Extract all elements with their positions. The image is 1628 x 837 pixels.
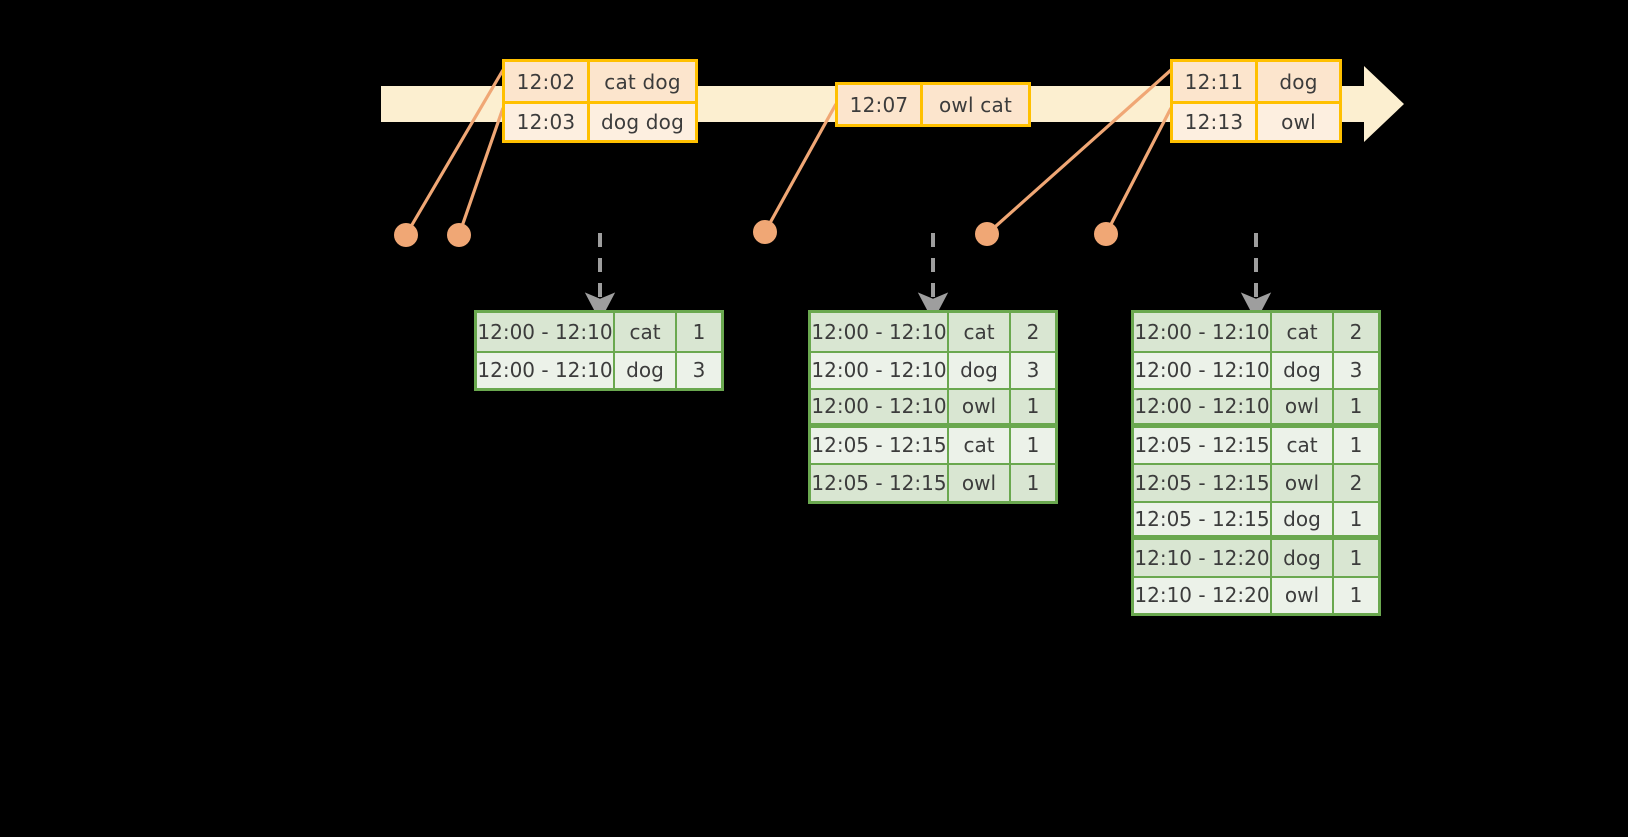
connector-line-5: [1104, 107, 1173, 235]
cell-window: 12:00 - 12:10: [1134, 352, 1272, 388]
cell-word: cat: [949, 427, 1011, 463]
cell-window: 12:00 - 12:10: [811, 313, 949, 351]
cell-word: owl: [949, 465, 1011, 501]
cell-word: owl: [1272, 465, 1334, 501]
event-time: 12:11: [1173, 62, 1258, 101]
table-row[interactable]: 12:00 - 12:10 owl 1: [811, 388, 1055, 426]
cell-word: owl: [1272, 577, 1334, 613]
event-row[interactable]: 12:02 cat dog: [505, 62, 695, 101]
cell-count: 1: [1349, 545, 1363, 570]
cell-word: dog: [949, 352, 1011, 388]
table-row[interactable]: 12:00 - 12:10 dog 3: [477, 350, 721, 388]
event-words: cat dog: [604, 69, 681, 94]
table-row[interactable]: 12:10 - 12:20 dog 1: [1134, 538, 1378, 576]
event-words: owl: [1281, 110, 1316, 134]
connector-line-3: [763, 103, 838, 233]
cell-count: 1: [1349, 433, 1363, 458]
cell-count: 2: [1026, 319, 1040, 344]
event-row[interactable]: 12:13 owl: [1173, 101, 1339, 140]
cell-count: 3: [1026, 358, 1040, 383]
connector-dot-3: [753, 220, 777, 244]
table-row[interactable]: 12:10 - 12:20 owl 1: [1134, 575, 1378, 613]
cell-word: dog: [1272, 502, 1334, 535]
connector-dots: [394, 220, 1118, 247]
cell-count: 1: [1026, 470, 1040, 495]
cell-count: 1: [1026, 394, 1040, 419]
cell-word: cat: [615, 313, 677, 351]
flow-arrows: [584, 233, 1272, 322]
connector-dot-2: [447, 223, 471, 247]
cell-word: dog: [1272, 352, 1334, 388]
table-row[interactable]: 12:00 - 12:10 dog 3: [1134, 350, 1378, 388]
event-group-2[interactable]: 12:07 owl cat: [835, 82, 1031, 127]
table-row[interactable]: 12:05 - 12:15 cat 1: [1134, 425, 1378, 463]
cell-window: 12:05 - 12:15: [1134, 427, 1272, 463]
cell-window: 12:00 - 12:10: [477, 313, 615, 351]
event-row[interactable]: 12:07 owl cat: [838, 85, 1028, 124]
table-row[interactable]: 12:00 - 12:10 dog 3: [811, 350, 1055, 388]
table-row[interactable]: 12:05 - 12:15 owl 1: [811, 463, 1055, 501]
cell-count: 1: [1349, 583, 1363, 608]
cell-window: 12:00 - 12:10: [477, 352, 615, 388]
connector-line-2: [457, 107, 505, 236]
cell-word: owl: [1272, 390, 1334, 423]
cell-word: cat: [1272, 313, 1334, 351]
cell-word: cat: [949, 313, 1011, 351]
event-time: 12:07: [838, 85, 923, 124]
cell-count: 2: [1349, 319, 1363, 344]
event-words: dog: [1279, 69, 1318, 94]
cell-window: 12:05 - 12:15: [1134, 465, 1272, 501]
cell-word: dog: [615, 352, 677, 388]
event-row[interactable]: 12:03 dog dog: [505, 101, 695, 140]
cell-window: 12:05 - 12:15: [811, 465, 949, 501]
cell-window: 12:05 - 12:15: [1134, 502, 1272, 535]
cell-window: 12:10 - 12:20: [1134, 577, 1272, 613]
cell-window: 12:00 - 12:10: [1134, 313, 1272, 351]
event-time: 12:03: [505, 104, 590, 140]
event-row[interactable]: 12:11 dog: [1173, 62, 1339, 101]
connector-dot-1: [394, 223, 418, 247]
event-group-1[interactable]: 12:02 cat dog 12:03 dog dog: [502, 59, 698, 143]
cell-word: dog: [1272, 540, 1334, 576]
cell-count: 1: [1026, 433, 1040, 458]
cell-count: 1: [692, 319, 706, 344]
cell-count: 1: [1349, 394, 1363, 419]
cell-window: 12:00 - 12:10: [1134, 390, 1272, 423]
cell-count: 1: [1349, 506, 1363, 531]
cell-window: 12:05 - 12:15: [811, 427, 949, 463]
table-row[interactable]: 12:00 - 12:10 cat 2: [1134, 313, 1378, 351]
cell-window: 12:10 - 12:20: [1134, 540, 1272, 576]
cell-word: cat: [1272, 427, 1334, 463]
cell-window: 12:00 - 12:10: [811, 352, 949, 388]
event-group-3[interactable]: 12:11 dog 12:13 owl: [1170, 59, 1342, 143]
table-row[interactable]: 12:00 - 12:10 cat 2: [811, 313, 1055, 351]
cell-word: owl: [949, 390, 1011, 423]
cell-count: 2: [1349, 470, 1363, 495]
table-row[interactable]: 12:05 - 12:15 dog 1: [1134, 500, 1378, 538]
result-table-1[interactable]: 12:00 - 12:10 cat 1 12:00 - 12:10 dog 3: [474, 310, 724, 391]
event-time: 12:02: [505, 62, 590, 101]
table-row[interactable]: 12:00 - 12:10 owl 1: [1134, 388, 1378, 426]
table-row[interactable]: 12:05 - 12:15 owl 2: [1134, 463, 1378, 501]
result-table-2[interactable]: 12:00 - 12:10 cat 2 12:00 - 12:10 dog 3 …: [808, 310, 1058, 504]
cell-count: 3: [1349, 358, 1363, 383]
connector-dot-5: [1094, 222, 1118, 246]
cell-count: 3: [692, 358, 706, 383]
event-words: dog dog: [600, 110, 684, 134]
cell-window: 12:00 - 12:10: [811, 390, 949, 423]
event-words: owl cat: [938, 92, 1012, 117]
table-row[interactable]: 12:00 - 12:10 cat 1: [477, 313, 721, 351]
result-table-3[interactable]: 12:00 - 12:10 cat 2 12:00 - 12:10 dog 3 …: [1131, 310, 1381, 616]
event-time: 12:13: [1173, 104, 1258, 140]
table-row[interactable]: 12:05 - 12:15 cat 1: [811, 425, 1055, 463]
connector-line-1: [404, 69, 505, 236]
connector-dot-4: [975, 222, 999, 246]
